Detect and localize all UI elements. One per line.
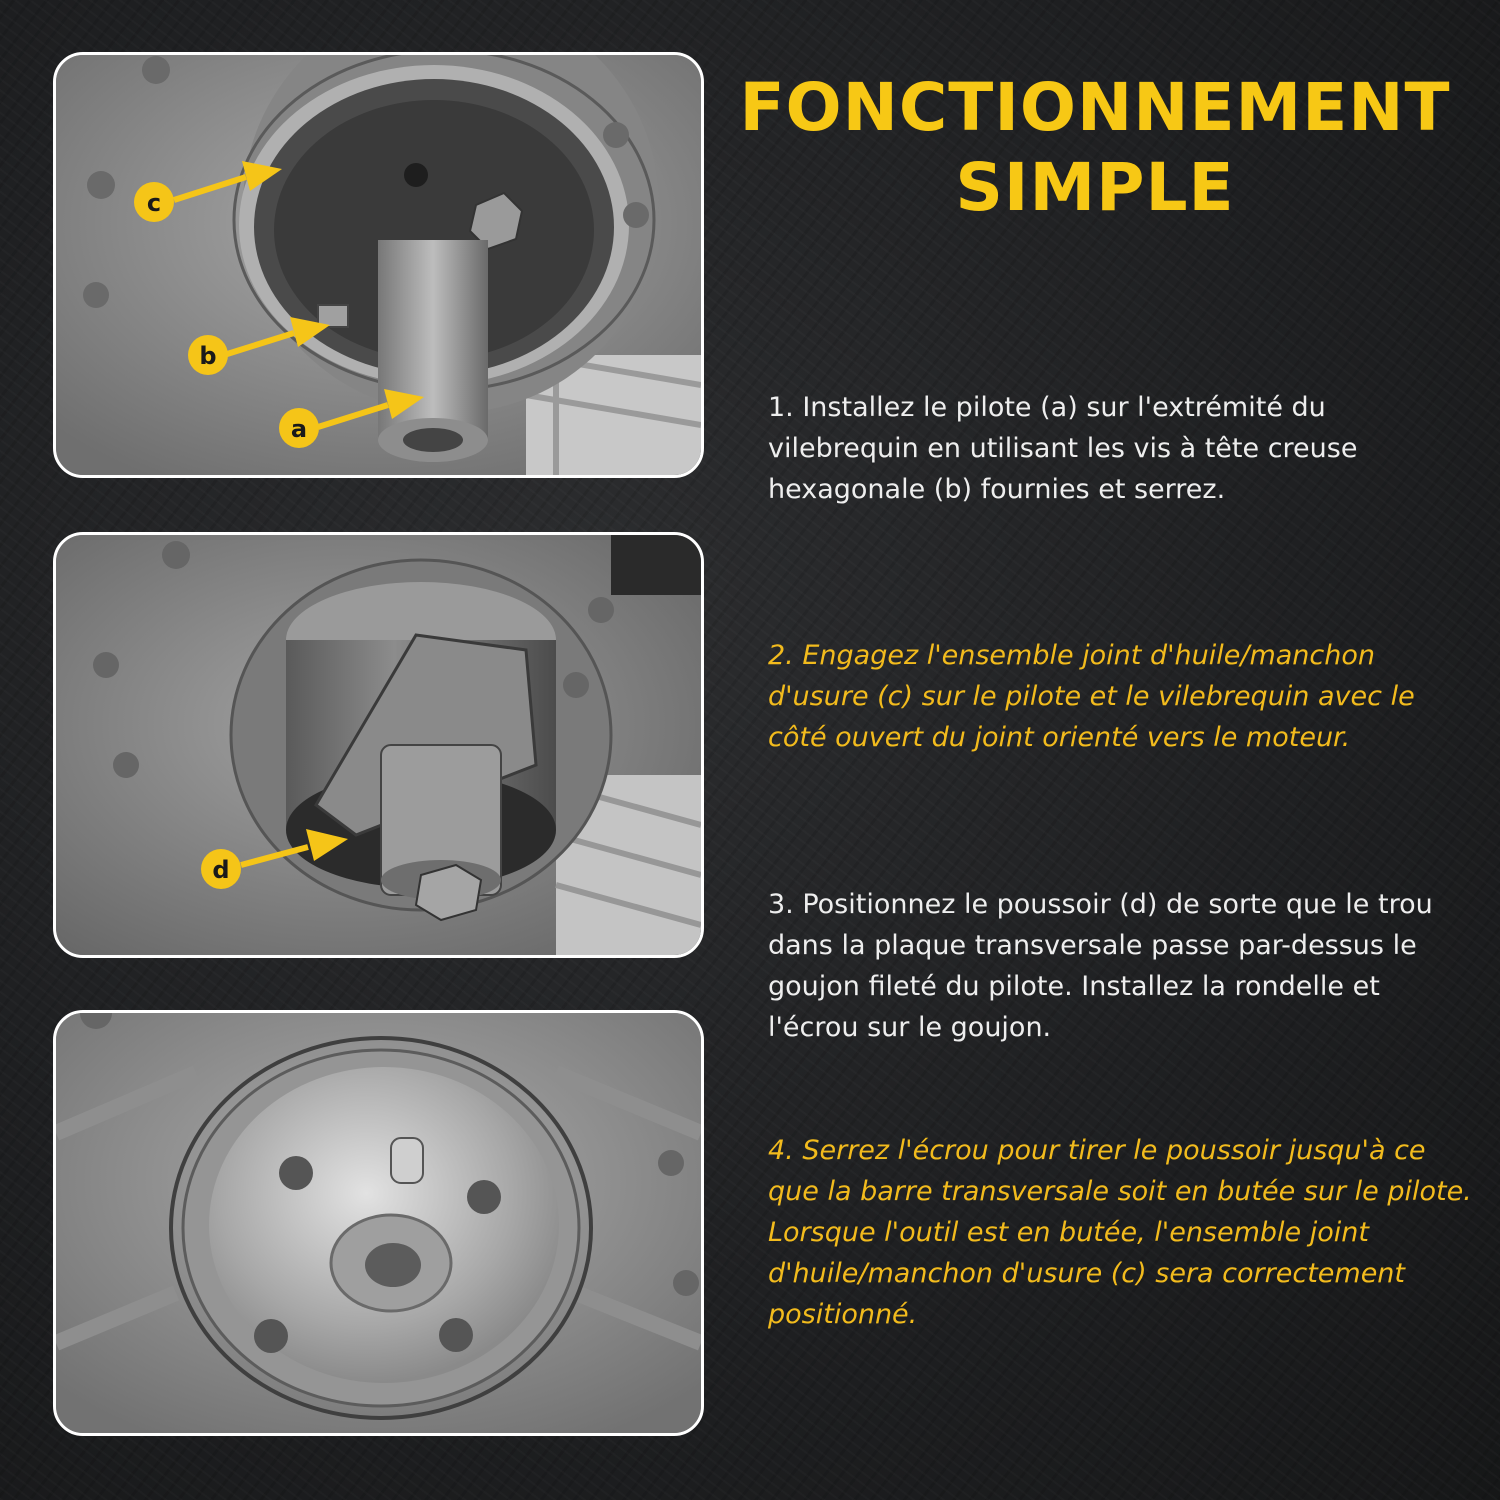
page-title: FONCTIONNEMENT SIMPLE (720, 68, 1470, 228)
callout-label-a: a (291, 415, 307, 443)
photo-step-2: d (53, 532, 704, 958)
step-4-text: 4. Serrez l'écrou pour tirer le poussoir… (768, 1135, 1472, 1330)
callout-label-c: c (147, 189, 161, 217)
photo-step-1: c b a (53, 52, 704, 478)
callout-badge-c (134, 182, 174, 222)
callout-badge-a (279, 408, 319, 448)
title-line-1: FONCTIONNEMENT (739, 69, 1451, 146)
step-1-text: 1. Installez le pilote (a) sur l'extrémi… (768, 392, 1358, 505)
callout-label-b: b (199, 342, 216, 370)
step-3-text: 3. Positionnez le poussoir (d) de sorte … (768, 889, 1433, 1043)
step-2-text: 2. Engagez l'ensemble joint d'huile/manc… (768, 640, 1415, 753)
photo-step-4 (53, 1010, 704, 1436)
callout-badge-d (201, 849, 241, 889)
title-line-2: SIMPLE (955, 149, 1235, 226)
callout-label-d: d (212, 856, 229, 884)
callout-badge-b (188, 335, 228, 375)
